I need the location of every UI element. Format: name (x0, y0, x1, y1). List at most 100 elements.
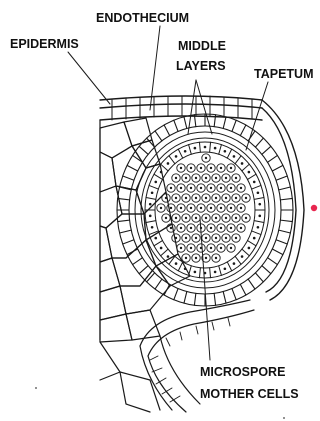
tapetum-nucleus (257, 191, 260, 194)
mother-cell-nucleus (180, 247, 182, 249)
leader-middle-layer-1 (188, 80, 196, 134)
mother-cell-nucleus (190, 227, 192, 229)
tapetum-nucleus (184, 150, 187, 153)
mother-cell-nucleus (185, 237, 187, 239)
label-mmc-line-1: MICROSPORE (200, 365, 285, 379)
tapetum-cell-wall (227, 149, 231, 158)
endothecium-cell-wall (255, 273, 263, 282)
label-mmc-line-2: MOTHER CELLS (200, 387, 299, 401)
tapetum-cell-wall (189, 145, 192, 155)
endothecium-cell-wall (268, 155, 278, 162)
endothecium-cell-wall (262, 266, 271, 274)
endothecium-cell-wall (139, 266, 148, 274)
mother-cell-nucleus (215, 197, 217, 199)
tapetum-cell-wall (154, 241, 163, 246)
mother-cell-nucleus (210, 187, 212, 189)
tapetum-nucleus (233, 155, 236, 158)
mother-cell-nucleus (180, 227, 182, 229)
mother-cell-nucleus (215, 177, 217, 179)
mother-cell-nucleus (215, 237, 217, 239)
mother-cell-nucleus (230, 207, 232, 209)
endothecium-cell-wall (139, 146, 148, 154)
mother-cell-nucleus (235, 197, 237, 199)
tapetum-nucleus (224, 267, 227, 270)
tapetum-nucleus (233, 262, 236, 265)
tapetum-nucleus (204, 146, 207, 149)
tapetum-cell-wall (178, 262, 182, 271)
endothecium-cell-wall (276, 240, 287, 244)
mother-cell-nucleus (185, 257, 187, 259)
speck (283, 417, 285, 419)
tapetum-cell-wall (210, 268, 211, 278)
mother-cell-nucleus (230, 187, 232, 189)
leader-lines (68, 26, 268, 360)
endothecium-cell-wall (184, 117, 187, 129)
leader-mmc (200, 218, 210, 360)
label-endothecium: ENDOTHECIUM (96, 11, 189, 25)
tapetum-cell-wall (248, 241, 257, 246)
label-middle-line-2: LAYERS (176, 59, 226, 73)
mother-cell-nucleus (225, 177, 227, 179)
mother-cell-nucleus (175, 177, 177, 179)
tapetum-cell-wall (242, 249, 249, 256)
tapetum-cell-wall (242, 164, 249, 171)
leader-endothecium (150, 26, 160, 110)
label-middle-line-1: MIDDLE (178, 39, 226, 53)
tapetum-nucleus (253, 237, 256, 240)
tapetum-nucleus (258, 203, 261, 206)
mother-cell-nucleus (190, 247, 192, 249)
mother-cell-nucleus (195, 177, 197, 179)
tapetum-nucleus (194, 271, 197, 274)
mother-cell-nucleus (240, 187, 242, 189)
mother-cell-nucleus (185, 217, 187, 219)
tapetum-nucleus (154, 237, 157, 240)
endothecium-cell-wall (127, 165, 138, 171)
endothecium-cell-wall (164, 125, 170, 136)
tapetum-cell-wall (254, 221, 264, 223)
tapetum-cell-wall (161, 249, 168, 256)
endothecium-cell-wall (223, 117, 226, 129)
mother-cell-nucleus (210, 207, 212, 209)
mother-cell-nucleus (230, 247, 232, 249)
endothecium-cell-wall (155, 279, 162, 289)
mother-cell-nucleus (235, 177, 237, 179)
mother-cell-nucleus (205, 197, 207, 199)
endothecium-cell-wall (262, 146, 271, 154)
tapetum-cell-wall (149, 185, 158, 189)
mother-cell-nucleus (215, 217, 217, 219)
tapetum-cell-wall (169, 156, 175, 164)
tapetum-nucleus (214, 147, 217, 150)
tapetum-nucleus (154, 181, 157, 184)
mother-cell-nucleus (235, 217, 237, 219)
tapetum-nucleus (248, 247, 251, 250)
mother-cell-nucleus (205, 177, 207, 179)
endothecium-cell-wall (232, 120, 236, 131)
tapetum-nucleus (175, 155, 178, 158)
tapetum-cell-wall (254, 198, 264, 200)
endothecium-cell-wall (248, 279, 255, 289)
tapetum-cell-wall (219, 145, 222, 155)
endothecium-cell-wall (279, 230, 291, 233)
endothecium-cell-wall (232, 289, 236, 300)
tapetum-nucleus (258, 215, 261, 218)
tapetum-cell-wall (252, 185, 261, 189)
tapetum-cell-wall (146, 221, 156, 223)
endothecium-cell-wall (279, 187, 291, 190)
tapetum-nucleus (167, 255, 170, 258)
mother-cell-nucleus (185, 177, 187, 179)
mother-cell-nucleus (225, 217, 227, 219)
mother-cell-nucleus (220, 207, 222, 209)
endothecium-cell-wall (240, 125, 246, 136)
leader-epidermis (68, 52, 110, 104)
mother-cell-nucleus (160, 207, 162, 209)
mother-cell-nucleus (205, 257, 207, 259)
endothecium-cell-wall (214, 293, 215, 305)
endothecium-cell-wall (184, 292, 187, 304)
mother-cell-nucleus (180, 167, 182, 169)
mother-cell-nucleus (205, 157, 207, 159)
mother-cell-nucleus (170, 187, 172, 189)
cursor-dot (311, 205, 317, 211)
tapetum-cell-wall (199, 142, 200, 152)
mother-cell-nucleus (210, 247, 212, 249)
endothecium-cell-wall (123, 176, 134, 180)
